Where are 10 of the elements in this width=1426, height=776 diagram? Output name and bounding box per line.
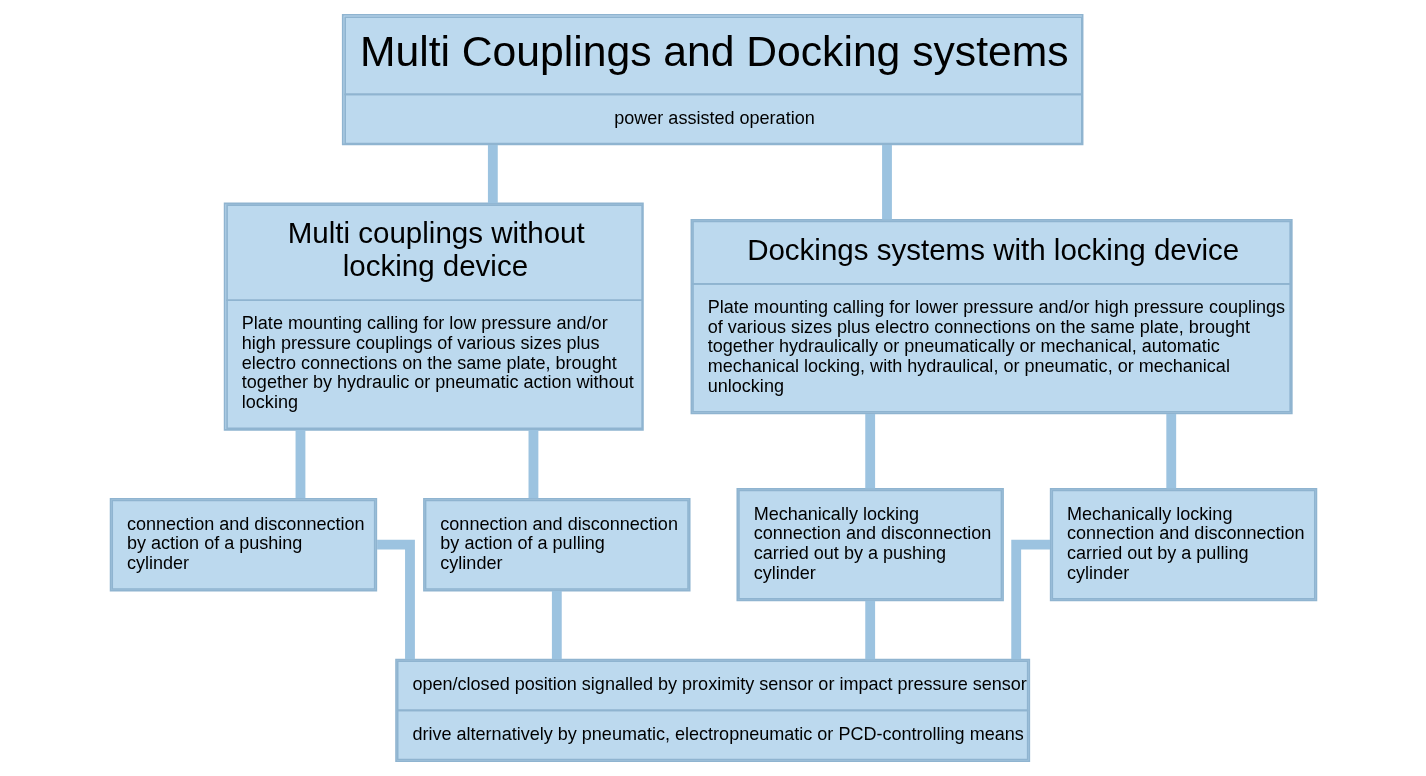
connector xyxy=(881,144,892,220)
connector xyxy=(551,590,562,660)
connector xyxy=(864,600,875,660)
connector xyxy=(1165,414,1176,489)
connector xyxy=(528,430,538,499)
connector xyxy=(487,144,498,204)
connector xyxy=(1010,539,1050,660)
connector xyxy=(295,430,305,499)
connector xyxy=(864,414,875,489)
connector xyxy=(376,539,415,660)
